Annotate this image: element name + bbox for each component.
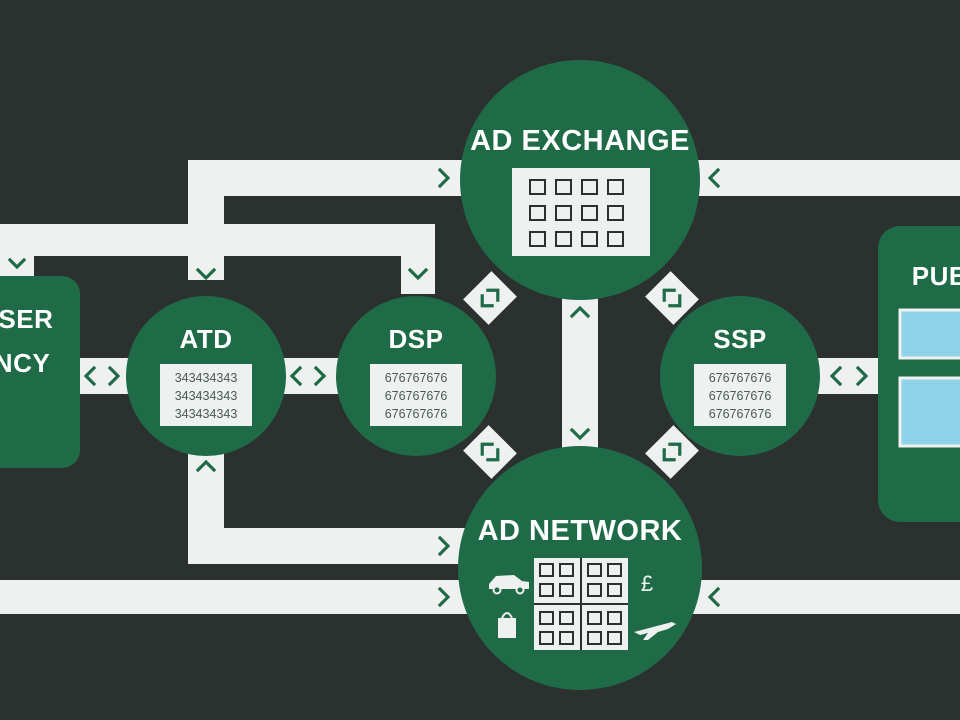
chevron-right-icon <box>486 288 500 302</box>
chevron-up-icon <box>195 459 217 473</box>
airplane-icon <box>634 622 676 640</box>
ssp-id-2: 676767676 <box>709 389 772 403</box>
chevron-right-icon <box>437 535 451 557</box>
publisher-screen <box>898 308 960 360</box>
shopping-bag-icon <box>498 612 516 638</box>
chevron-right-icon <box>437 586 451 608</box>
atd-id-3: 343434343 <box>175 407 238 421</box>
exchange-grid-icon <box>512 168 650 256</box>
ssp-id-1: 676767676 <box>709 371 772 385</box>
ad-network-title: AD NETWORK <box>478 515 683 547</box>
chevron-right-icon <box>437 167 451 189</box>
chevron-left-icon <box>662 288 676 302</box>
chevron-left-icon <box>829 365 843 387</box>
atd-id-panel <box>160 364 252 426</box>
chevron-right-icon <box>486 448 500 462</box>
publisher-label: PUB <box>912 261 960 291</box>
track <box>401 224 435 294</box>
advertiser-agency-card: ISER NCY <box>0 276 80 468</box>
chevron-down-icon <box>569 427 591 441</box>
ad-network-node: AD NETWORK £ <box>458 446 702 690</box>
chevron-left-icon <box>289 365 303 387</box>
ssp-node: SSP 676767676 676767676 676767676 <box>660 296 820 456</box>
track <box>810 358 890 394</box>
track <box>0 224 34 280</box>
pound-sign-icon: £ <box>641 571 653 596</box>
car-icon <box>489 575 529 595</box>
atd-node: ATD 343434343 343434343 343434343 <box>126 296 286 456</box>
chevron-right-icon <box>855 365 869 387</box>
track <box>645 271 699 325</box>
track <box>275 358 345 394</box>
dsp-title: DSP <box>389 324 444 354</box>
network-grid-icon <box>534 558 628 650</box>
atd-title: ATD <box>179 324 232 354</box>
track <box>463 425 517 479</box>
dsp-id-2: 676767676 <box>385 389 448 403</box>
track <box>463 271 517 325</box>
chevron-right-icon <box>668 294 682 308</box>
chevron-left-icon <box>480 294 494 308</box>
dsp-id-1: 676767676 <box>385 371 448 385</box>
track <box>690 580 960 614</box>
track <box>645 425 699 479</box>
publisher-screen <box>898 376 960 448</box>
chevron-down-icon <box>195 267 217 281</box>
track <box>0 580 473 614</box>
dsp-id-panel <box>370 364 462 426</box>
chevron-right-icon <box>107 365 121 387</box>
chevron-up-icon <box>569 305 591 319</box>
chevron-right-icon <box>313 365 327 387</box>
ssp-id-3: 676767676 <box>709 407 772 421</box>
ad-exchange-node: AD EXCHANGE <box>460 60 700 300</box>
ad-exchange-title: AD EXCHANGE <box>470 125 690 157</box>
publisher-card: PUB <box>878 226 960 522</box>
chevron-left-icon <box>480 442 494 456</box>
dsp-id-3: 676767676 <box>385 407 448 421</box>
atd-id-1: 343434343 <box>175 371 238 385</box>
chevron-down-icon <box>407 267 429 281</box>
chevron-left-icon <box>707 586 721 608</box>
chevron-down-icon <box>7 257 27 270</box>
chevron-left-icon <box>662 448 676 462</box>
flow-arrows <box>7 167 869 608</box>
advertiser-label-line2: NCY <box>0 348 50 378</box>
chevron-left-icon <box>707 167 721 189</box>
ssp-id-panel <box>694 364 786 426</box>
track <box>0 224 435 256</box>
atd-id-2: 343434343 <box>175 389 238 403</box>
connector-tracks <box>0 160 960 614</box>
track <box>188 528 473 564</box>
track <box>690 160 960 196</box>
ssp-title: SSP <box>713 324 767 354</box>
track <box>562 290 598 460</box>
dsp-node: DSP 676767676 676767676 676767676 <box>336 296 496 456</box>
track <box>188 160 473 196</box>
chevron-left-icon <box>83 365 97 387</box>
advertiser-label-line1: ISER <box>0 304 53 334</box>
chevron-right-icon <box>668 442 682 456</box>
